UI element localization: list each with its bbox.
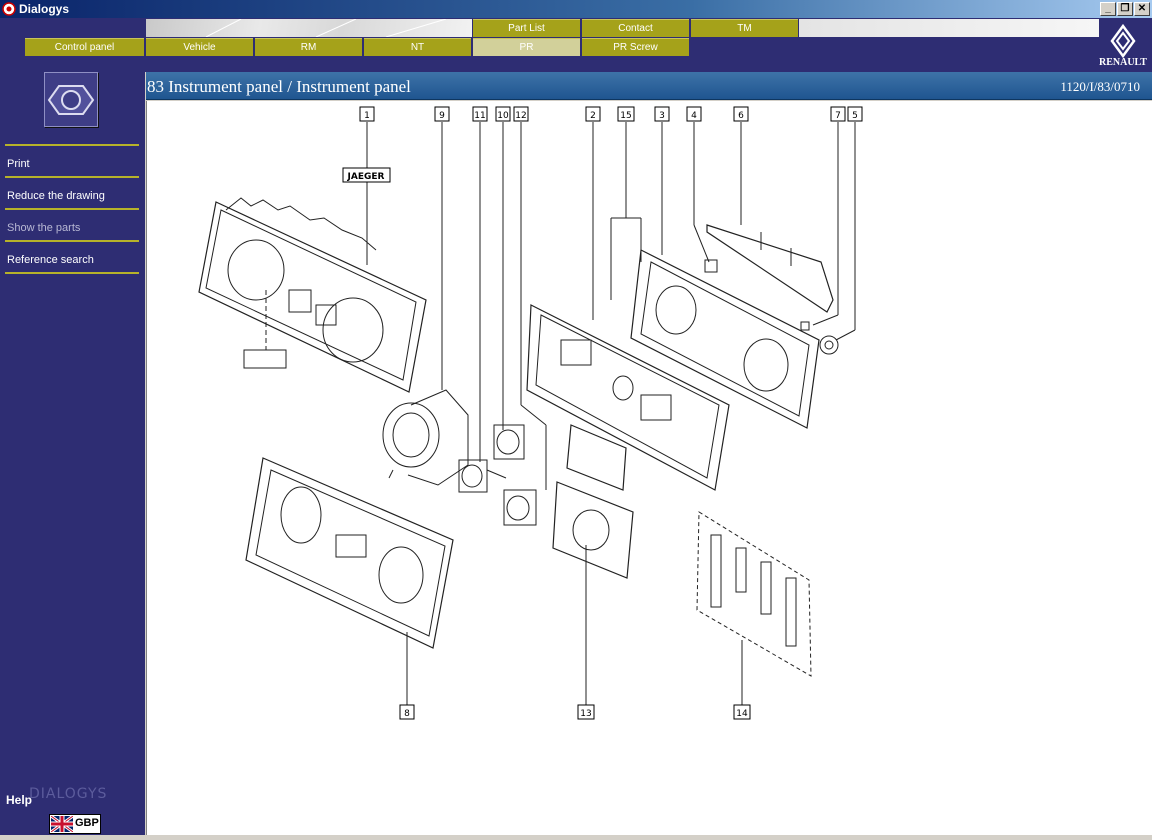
tab-vehicle[interactable]: Vehicle [146,38,253,56]
sidebar: Print Reduce the drawing Show the parts … [0,72,145,840]
tab-contact[interactable]: Contact [582,19,689,37]
callout-4: 4 [686,106,702,122]
tab-pr-screw[interactable]: PR Screw [582,38,689,56]
language-selector[interactable]: GBP [49,814,101,834]
maximize-button[interactable]: ❐ [1117,2,1133,16]
renault-wordmark: RENAULT [1099,57,1147,68]
nut-icon [47,85,95,115]
sidebar-item-print[interactable]: Print [7,158,30,170]
callout-label: 12 [515,111,526,121]
part-11-gauge [458,459,507,493]
callout-8: 8 [399,704,415,720]
callout-label: 1 [364,111,370,121]
part-6-connector-strip [706,224,834,313]
callout-label: 3 [659,111,665,121]
sidebar-divider [5,272,139,274]
part-3-frame [630,249,820,429]
part-8-cluster-housing [245,457,454,649]
header-banner-image-right [799,19,1099,37]
sidebar-logo [44,72,98,127]
callout-14: 14 [733,704,751,720]
callout-label: 13 [580,709,591,719]
close-button[interactable]: ✕ [1134,2,1150,16]
dialogys-app-icon [2,2,16,16]
reference-code: 1120/I/83/0710 [1060,79,1140,94]
callout-label: 2 [590,111,596,121]
tab-tm[interactable]: TM [691,19,798,37]
callout-6: 6 [733,106,749,122]
page-title-bar: 83 Instrument panel / Instrument panel 1… [146,72,1152,100]
tab-part-list[interactable]: Part List [473,19,580,37]
callout-7: 7 [830,106,846,122]
banner-lines-graphic [205,18,447,38]
callout-10: 10 [495,106,511,122]
callout-label: 14 [736,709,748,719]
callout-15: 15 [617,106,635,122]
sidebar-divider [5,208,139,210]
page-title: 83 Instrument panel / Instrument panel [147,77,411,96]
tab-pr[interactable]: PR [473,38,580,56]
part-14-symbol-sheet [696,511,812,677]
sidebar-item-reduce-drawing[interactable]: Reduce the drawing [7,190,105,202]
uk-flag-icon [51,816,73,832]
tab-control-panel[interactable]: Control panel [25,38,144,56]
sidebar-divider [5,176,139,178]
part-4-bulb [704,259,718,273]
part-7-screw [800,321,810,331]
title-bar: Dialogys _ ❐ ✕ [0,0,1152,18]
sidebar-divider [5,144,139,146]
minimize-button[interactable]: _ [1100,2,1116,16]
tab-nt[interactable]: NT [364,38,471,56]
jaeger-label-text: JAEGER [347,172,385,182]
callout-label: 9 [439,111,445,121]
sidebar-divider [5,240,139,242]
part-9-speedometer [382,389,469,486]
callout-2: 2 [585,106,601,122]
help-link[interactable]: Help [6,793,33,807]
callout-label: 15 [620,111,631,121]
window-title: Dialogys [19,2,70,16]
callout-label: 11 [474,111,485,121]
callout-13: 13 [577,704,595,720]
part-2-printed-circuit [526,304,730,491]
exploded-parts-drawing: 1 9 11 10 12 2 15 3 4 6 7 5 8 13 14 JAEG… [198,106,863,720]
header-bar: Part List Contact TM Control panel Vehic… [0,18,1152,72]
part-10-gauge [493,424,525,460]
part-13-module [552,424,634,579]
renault-diamond-icon [1110,23,1136,59]
header-banner-image [146,18,472,38]
callout-5: 5 [847,106,863,122]
drawing-area[interactable]: 1 9 11 10 12 2 15 3 4 6 7 5 8 13 14 JAEG… [146,101,1152,835]
callout-11: 11 [472,106,488,122]
language-code: GBP [75,817,99,829]
jaeger-label: JAEGER [342,167,391,183]
sidebar-item-reference-search[interactable]: Reference search [7,254,94,266]
callout-9: 9 [434,106,450,122]
callout-label: 10 [497,111,509,121]
callout-1: 1 [359,106,375,122]
sidebar-item-show-parts[interactable]: Show the parts [7,222,81,234]
part-12-gauge [503,489,537,526]
callout-label: 7 [835,111,841,121]
part-5-bulb-holder [819,335,839,355]
dialogys-watermark: DIALOGYS [29,786,108,802]
part-1-instrument-cluster [198,197,427,393]
callout-label: 5 [852,111,858,121]
tab-rm[interactable]: RM [255,38,362,56]
renault-logo: RENAULT [1098,23,1148,68]
status-bar [0,835,1152,840]
callout-label: 8 [404,709,410,719]
callout-3: 3 [654,106,670,122]
callout-12: 12 [513,106,529,122]
callout-label: 4 [691,111,697,121]
callout-label: 6 [738,111,744,121]
